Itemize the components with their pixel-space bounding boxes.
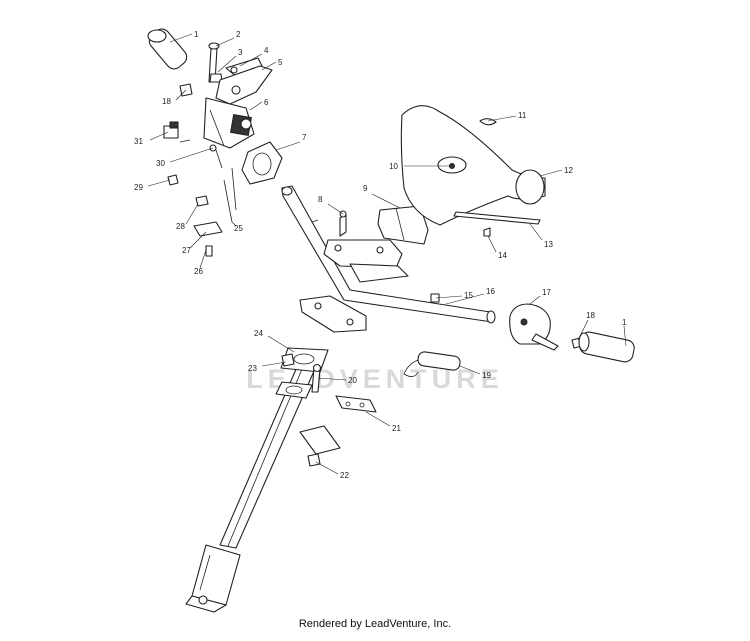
switch-housing-17 xyxy=(509,303,559,351)
screw-29 xyxy=(167,174,179,186)
handlebar-clamp xyxy=(299,239,409,333)
callout-1b: 1 xyxy=(622,318,627,327)
callout-5: 5 xyxy=(278,58,283,67)
leader-lines xyxy=(147,33,627,475)
callout-20: 20 xyxy=(348,376,357,385)
steering-post xyxy=(185,359,319,613)
spacer-22 xyxy=(299,425,341,467)
bolt-20 xyxy=(311,363,322,393)
callout-27: 27 xyxy=(182,246,191,255)
right-grip xyxy=(578,331,635,363)
callout-31: 31 xyxy=(134,137,143,146)
lever-4 xyxy=(225,57,263,79)
callout-26: 26 xyxy=(194,267,203,276)
bracket-5 xyxy=(215,65,273,105)
callout-6: 6 xyxy=(264,98,269,107)
callout-labels: 1 2 3 4 5 6 7 8 9 10 11 12 13 14 15 16 1… xyxy=(134,30,627,480)
callout-18b: 18 xyxy=(586,311,595,320)
nut-23 xyxy=(281,353,295,367)
callout-13: 13 xyxy=(544,240,553,249)
heater-grip-19 xyxy=(403,351,461,377)
callout-17: 17 xyxy=(542,288,551,297)
control-housing-6 xyxy=(203,97,255,149)
plate-21 xyxy=(335,395,377,413)
callout-7: 7 xyxy=(302,133,307,142)
callout-19: 19 xyxy=(482,371,491,380)
callout-14: 14 xyxy=(498,251,507,260)
left-grip xyxy=(147,28,188,70)
callout-8: 8 xyxy=(318,195,323,204)
handlebar-cover xyxy=(400,105,546,237)
screw-26 xyxy=(205,245,213,257)
callout-15: 15 xyxy=(464,291,473,300)
footer-credit: Rendered by LeadVenture, Inc. xyxy=(298,618,452,630)
callout-23: 23 xyxy=(248,364,257,373)
callout-18a: 18 xyxy=(162,97,171,106)
switch-7 xyxy=(241,141,283,185)
callout-11: 11 xyxy=(518,111,527,120)
callout-3: 3 xyxy=(238,48,243,57)
cover-27 xyxy=(193,221,223,237)
callout-22: 22 xyxy=(340,471,349,480)
callout-25: 25 xyxy=(234,224,243,233)
screws-25 xyxy=(223,167,237,223)
callout-29: 29 xyxy=(134,183,143,192)
callout-9: 9 xyxy=(363,184,368,193)
callout-21: 21 xyxy=(392,424,401,433)
callout-10: 10 xyxy=(389,162,398,171)
callout-28: 28 xyxy=(176,222,185,231)
switch-31 xyxy=(163,121,191,143)
callout-24: 24 xyxy=(254,329,263,338)
callout-16: 16 xyxy=(486,287,495,296)
callout-2: 2 xyxy=(236,30,241,39)
callout-30: 30 xyxy=(156,159,165,168)
clip-28 xyxy=(195,195,209,207)
bolt-8 xyxy=(339,210,347,237)
callout-4: 4 xyxy=(264,46,269,55)
callout-12: 12 xyxy=(564,166,573,175)
clamp-9 xyxy=(377,205,429,245)
callout-1a: 1 xyxy=(194,30,199,39)
